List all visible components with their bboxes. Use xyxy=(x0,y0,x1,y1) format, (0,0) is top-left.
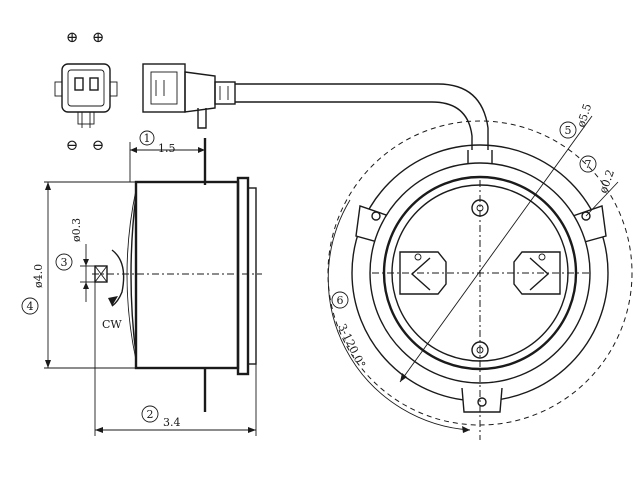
connector-pin-1 xyxy=(74,77,84,91)
rotation-direction-label: CW xyxy=(102,318,122,331)
motor-side-view: CW xyxy=(92,138,262,412)
dimension-3: 3 ø0.3 xyxy=(55,218,95,302)
dimension-7-marker: 7 xyxy=(585,158,592,171)
motor-shaft xyxy=(94,265,108,283)
dimension-6-value: 3-120.0° xyxy=(335,322,368,371)
rotation-arrow xyxy=(111,249,125,307)
brush-holder-right xyxy=(513,251,561,295)
dimension-4-value: ø4.0 xyxy=(32,264,45,288)
positive-symbol-2: ⊕ xyxy=(92,28,105,46)
dimension-6-marker: 6 xyxy=(337,294,344,307)
dimension-4: 4 ø4.0 xyxy=(21,181,136,369)
dimension-2: 2 3.4 xyxy=(94,282,257,436)
connector-housing xyxy=(61,63,111,113)
dimension-5-value: ø5.5 xyxy=(574,102,594,129)
plug-and-cable xyxy=(142,63,489,150)
dimension-1: 1 1.5 xyxy=(129,130,205,182)
brush-holder-left xyxy=(399,251,447,295)
dimension-7-value: ø0.2 xyxy=(597,168,617,195)
dimension-2-marker: 2 xyxy=(147,408,154,421)
connector-pinout: ⊕ ⊕ ⊖ ⊖ xyxy=(54,28,118,154)
dimension-5-marker: 5 xyxy=(565,124,572,137)
dimension-3-marker: 3 xyxy=(61,256,68,269)
dimension-2-value: 3.4 xyxy=(163,416,181,429)
motor-housing xyxy=(134,180,240,370)
dimension-1-value: 1.5 xyxy=(158,142,176,155)
dimension-1-marker: 1 xyxy=(144,132,151,145)
dimension-7: 7 ø0.2 xyxy=(579,155,619,217)
motor-front-view xyxy=(327,120,633,440)
mounting-tab-bottom xyxy=(461,387,503,413)
negative-symbol-1: ⊖ xyxy=(66,136,79,154)
positive-symbol-1: ⊕ xyxy=(66,28,79,46)
cable-lower-edge xyxy=(235,101,473,150)
dimension-3-value: ø0.3 xyxy=(70,218,83,242)
connector-pin-2 xyxy=(89,77,99,91)
cable-upper-edge xyxy=(235,83,489,150)
negative-symbol-2: ⊖ xyxy=(92,136,105,154)
motor-flange xyxy=(236,176,250,376)
dimension-4-marker: 4 xyxy=(27,300,34,313)
